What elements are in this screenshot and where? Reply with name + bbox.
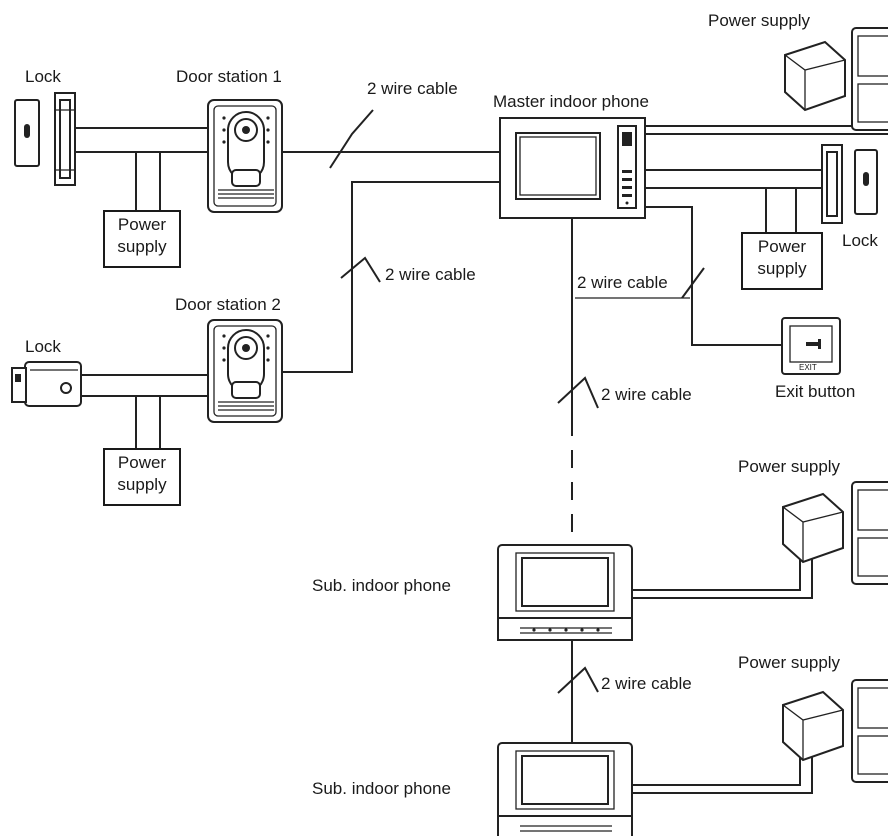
sub-indoor-phone-2-label: Sub. indoor phone xyxy=(312,779,451,798)
cable-marker-master-sub xyxy=(557,376,599,409)
cable-marker-master-exit xyxy=(681,267,705,299)
cable-4-label: 2 wire cable xyxy=(601,385,692,404)
power-supply-box-3-line2: supply xyxy=(757,259,807,278)
power-supply-box-3: Power supply xyxy=(741,232,823,290)
exit-button-face-text: EXIT xyxy=(799,363,817,372)
power-supply-3-label: Power supply xyxy=(738,653,841,672)
lock-2-icon xyxy=(11,361,82,407)
door-station-2-icon xyxy=(207,319,283,423)
wire-lock1-doorstation1 xyxy=(76,127,208,153)
door-station-2-label: Door station 2 xyxy=(175,295,281,314)
master-indoor-phone-icon xyxy=(499,117,646,219)
wire-master-lock3 xyxy=(645,169,822,189)
cable-5-label: 2 wire cable xyxy=(601,674,692,693)
lock-1-icon xyxy=(14,92,76,186)
power-supply-adapter-3-icon xyxy=(782,679,888,783)
cable-marker-sub-sub xyxy=(557,666,599,694)
cable-3-label: 2 wire cable xyxy=(577,273,668,292)
power-supply-2-label: Power supply xyxy=(738,457,841,476)
power-supply-box-1-line2: supply xyxy=(117,237,167,256)
lock-2-label: Lock xyxy=(25,337,61,356)
wire-sub2-power xyxy=(632,745,813,794)
exit-button-label: Exit button xyxy=(775,382,856,401)
wire-powersupply2 xyxy=(135,396,161,448)
cable-2-label: 2 wire cable xyxy=(385,265,476,284)
wire-sub1-power xyxy=(632,548,813,599)
power-supply-1-label: Power supply xyxy=(708,11,811,30)
exit-button-icon xyxy=(781,317,841,375)
lock-1-label: Lock xyxy=(25,67,61,86)
power-supply-box-1: Power supply xyxy=(103,210,181,268)
door-station-1-label: Door station 1 xyxy=(176,67,282,86)
power-supply-adapter-1-icon xyxy=(784,27,888,131)
sub-indoor-phone-2-icon xyxy=(497,742,633,836)
wire-master-exit xyxy=(645,206,782,346)
wires xyxy=(76,125,888,794)
power-supply-box-2-line1: Power xyxy=(117,453,167,472)
power-supply-box-2: Power supply xyxy=(103,448,181,506)
wire-powersupply3 xyxy=(765,188,797,232)
lock-3-label: Lock xyxy=(842,231,878,250)
lock-3-icon xyxy=(821,144,878,224)
wire-doorstation2-master xyxy=(282,181,500,373)
sub-indoor-phone-1-label: Sub. indoor phone xyxy=(312,576,451,595)
cable-1-label: 2 wire cable xyxy=(367,79,458,98)
wire-powersupply1 xyxy=(135,152,161,210)
power-supply-box-3-line1: Power xyxy=(757,237,807,256)
power-supply-box-2-line2: supply xyxy=(117,475,167,494)
cable-markers xyxy=(329,109,705,694)
sub-indoor-phone-1-icon xyxy=(497,544,633,641)
cable-marker-ds1 xyxy=(329,109,374,169)
power-supply-box-1-line1: Power xyxy=(117,215,167,234)
power-supply-adapter-2-icon xyxy=(782,481,888,585)
door-station-1-icon xyxy=(207,99,283,213)
wire-lock2-doorstation2 xyxy=(80,374,208,397)
wire-master-power xyxy=(645,125,888,135)
cable-marker-ds2 xyxy=(340,256,381,283)
master-indoor-phone-label: Master indoor phone xyxy=(493,92,649,111)
